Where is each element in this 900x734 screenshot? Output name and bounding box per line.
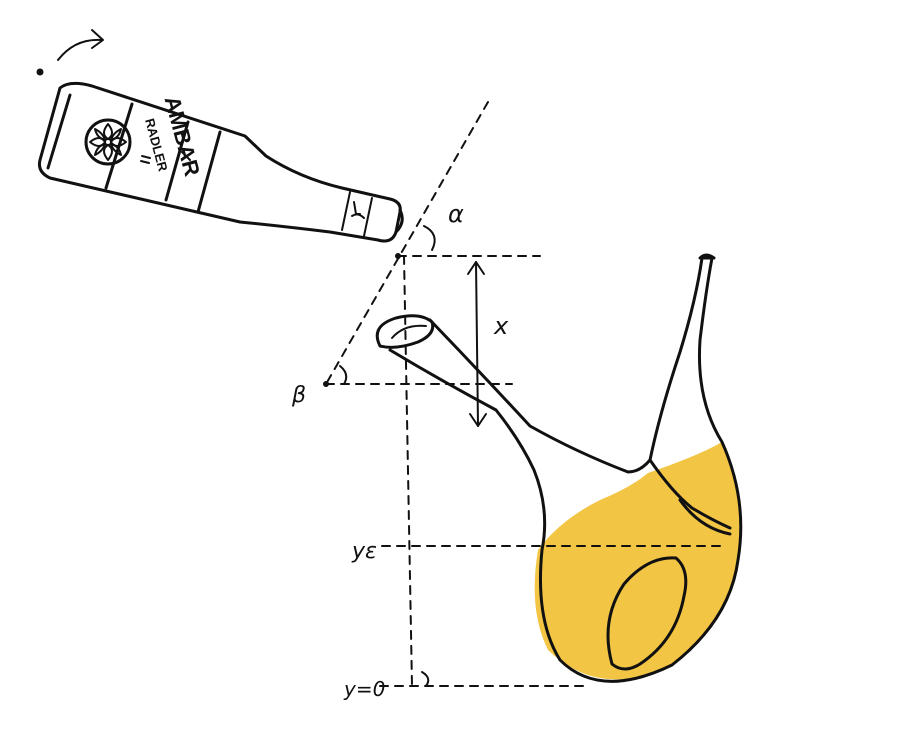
beta-label: β xyxy=(291,383,306,408)
radler-bottle: AMBAR RADLER xyxy=(38,81,404,243)
orange-slice-icon xyxy=(84,118,132,166)
y-zero-arc xyxy=(421,671,430,687)
y-epsilon-label: yε xyxy=(351,539,377,564)
neck-logo-icon xyxy=(351,201,365,219)
beta-vertex-point xyxy=(323,381,329,387)
x-dimension-arrow xyxy=(467,261,487,427)
rotation-arrow xyxy=(36,29,104,76)
pivot-point xyxy=(395,253,401,259)
tilted-flask xyxy=(375,253,743,683)
alpha-label: α xyxy=(448,200,464,228)
beta-arc xyxy=(339,365,348,385)
liquid-fill xyxy=(534,442,741,680)
x-label: x xyxy=(493,312,509,340)
construction-lines xyxy=(325,101,721,687)
alpha-arc xyxy=(423,225,436,251)
y-zero-label: y=0 xyxy=(343,677,385,701)
